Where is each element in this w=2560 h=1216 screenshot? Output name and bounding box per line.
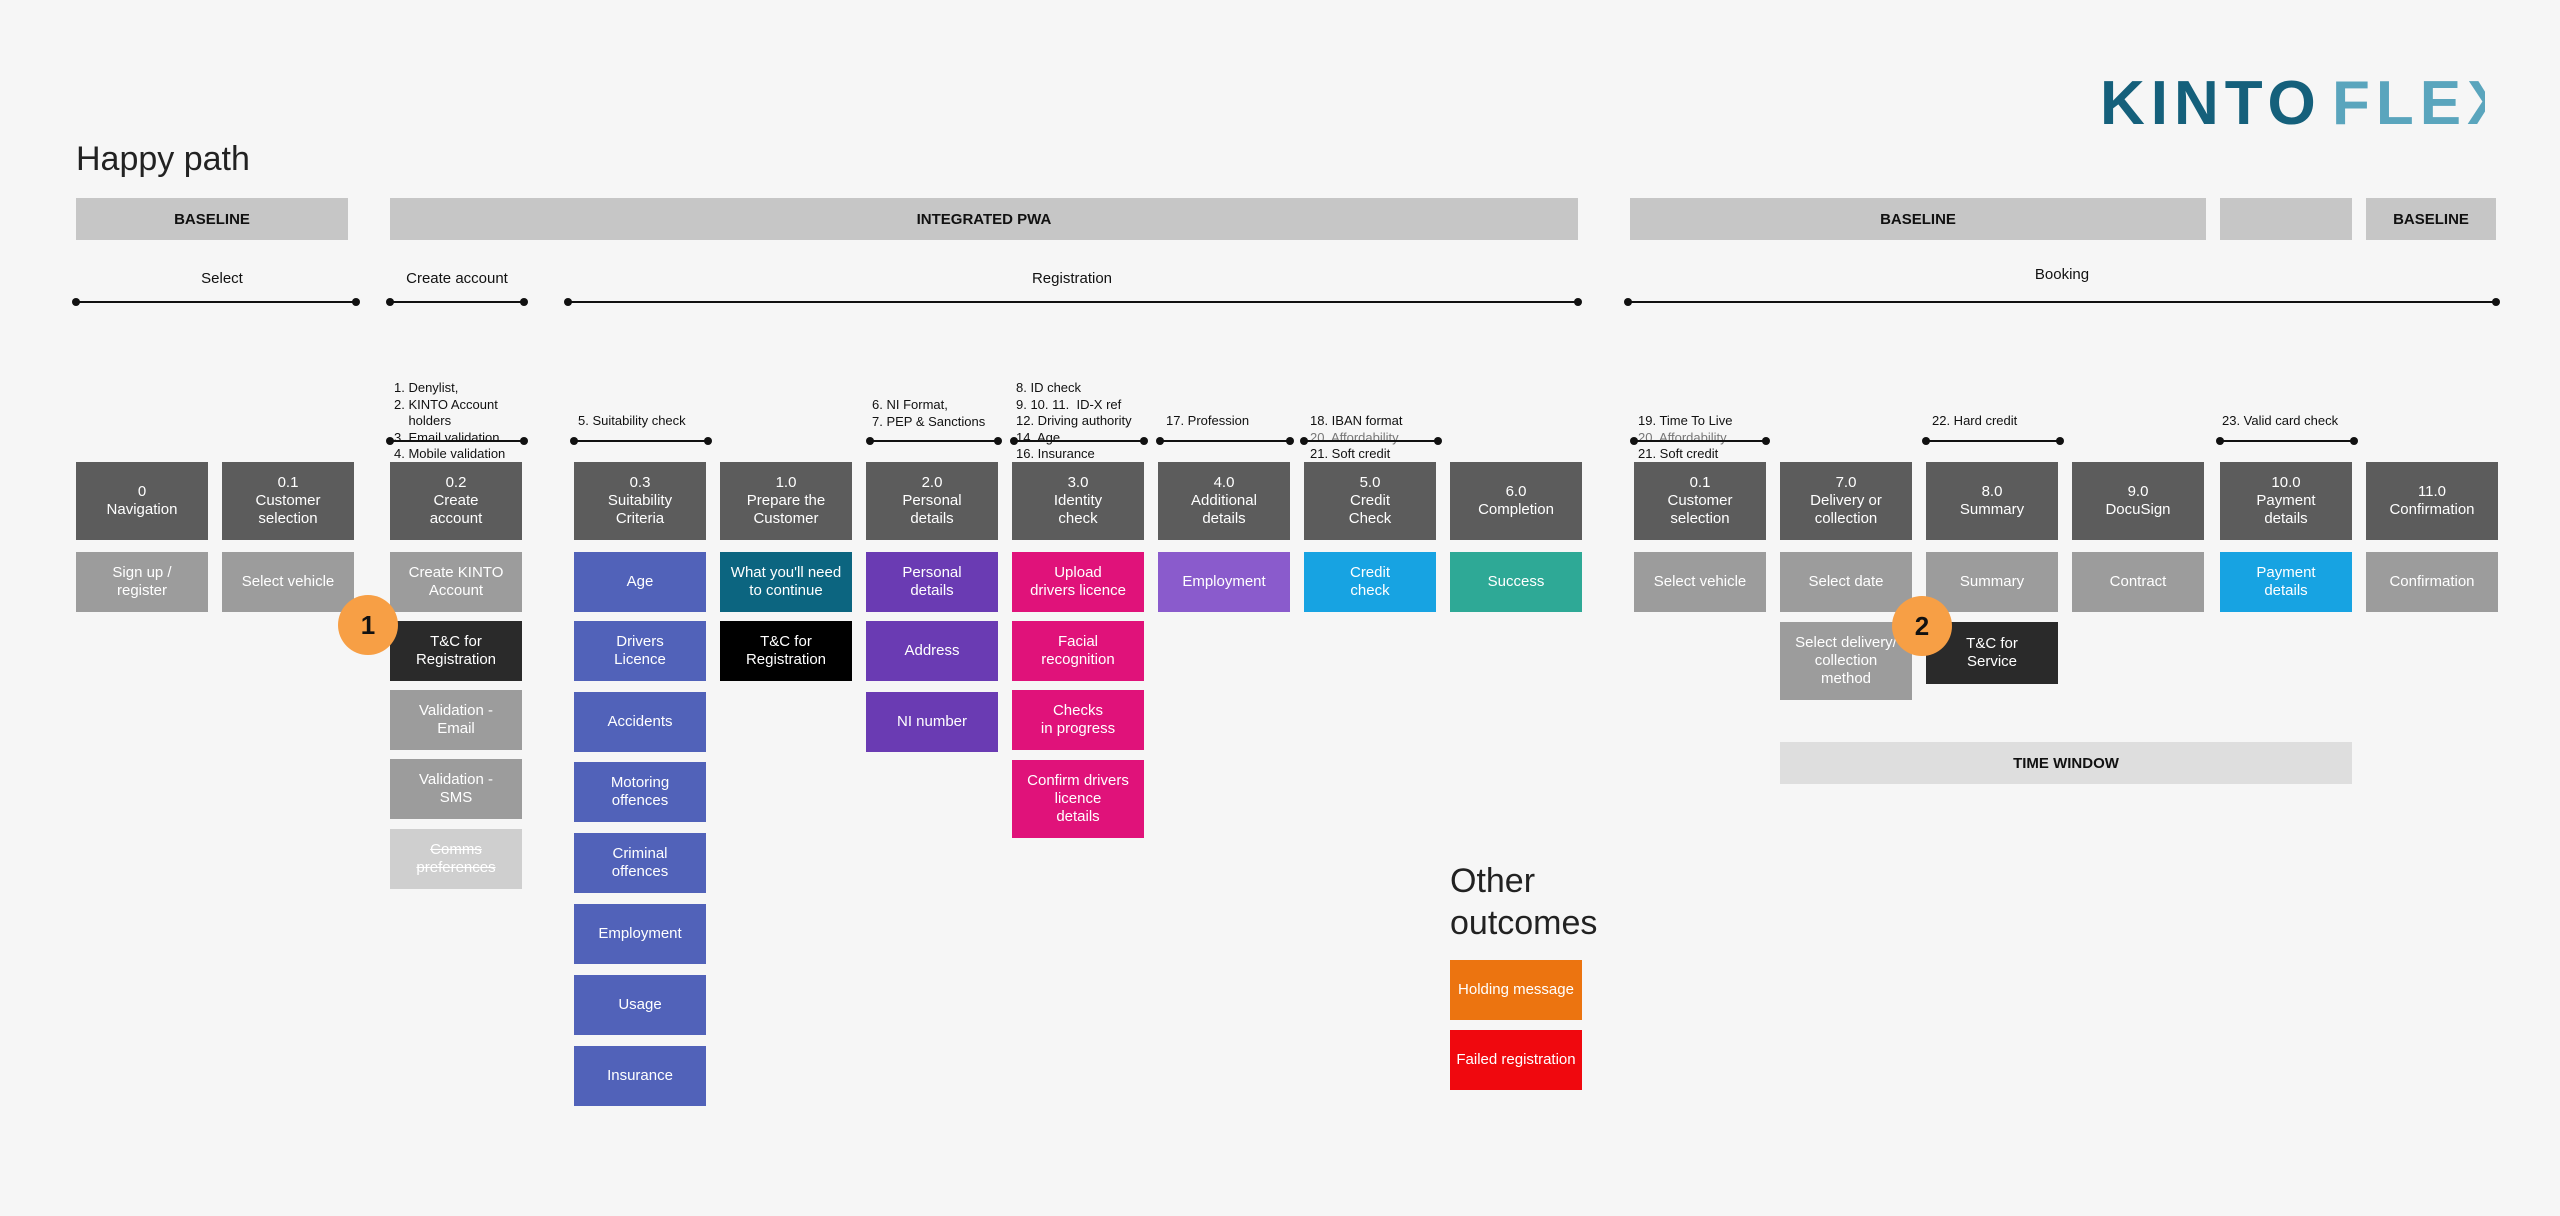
screen-facial-recognition[interactable]: Facial recognition — [1012, 621, 1144, 681]
band-integrated-pwa: INTEGRATED PWA — [390, 198, 1578, 240]
band-baseline-booking: BASELINE — [1630, 198, 2206, 240]
step-payment-details[interactable]: 10.0 Payment details — [2220, 462, 2352, 540]
other-outcomes-title: Other outcomes — [1450, 862, 1598, 942]
note-line-profession — [1156, 437, 1294, 445]
screen-age[interactable]: Age — [574, 552, 706, 612]
outcome-holding-message[interactable]: Holding message — [1450, 960, 1582, 1020]
step-navigation[interactable]: 0 Navigation — [76, 462, 208, 540]
screen-tc-registration-2[interactable]: T&C for Registration — [720, 621, 852, 681]
screen-summary[interactable]: Summary — [1926, 552, 2058, 612]
step-identity-check[interactable]: 3.0 Identity check — [1012, 462, 1144, 540]
note-card-check: 23. Valid card check — [2222, 413, 2339, 428]
marker-1: 1 — [338, 595, 398, 655]
step-credit-check[interactable]: 5.0 Credit Check — [1304, 462, 1436, 540]
step-completion[interactable]: 6.0 Completion — [1450, 462, 1582, 540]
note-suitability: 5. Suitability check — [578, 413, 686, 428]
step-additional-details[interactable]: 4.0 Additional details — [1158, 462, 1290, 540]
step-summary[interactable]: 8.0 Summary — [1926, 462, 2058, 540]
note-line-credit — [1300, 437, 1442, 445]
step-personal-details[interactable]: 2.0 Personal details — [866, 462, 998, 540]
step-customer-selection[interactable]: 0.1 Customer selection — [222, 462, 354, 540]
step-booking-customer-selection[interactable]: 0.1 Customer selection — [1634, 462, 1766, 540]
note-personal: 6. NI Format,7. PEP & Sanctions — [872, 397, 986, 429]
phase-select: Select — [201, 270, 243, 287]
phase-create-account: Create account — [406, 270, 508, 287]
phase-registration-line — [564, 298, 1582, 306]
band-blank — [2220, 198, 2352, 240]
screen-employment-details[interactable]: Employment — [1158, 552, 1290, 612]
phase-booking: Booking — [2034, 266, 2090, 283]
step-delivery-collection[interactable]: 7.0 Delivery or collection — [1780, 462, 1912, 540]
step-create-account[interactable]: 0.2 Create account — [390, 462, 522, 540]
step-docusign[interactable]: 9.0 DocuSign — [2072, 462, 2204, 540]
screen-motoring-offences[interactable]: Motoring offences — [574, 762, 706, 822]
screen-checks-in-progress[interactable]: Checks in progress — [1012, 690, 1144, 750]
screen-usage[interactable]: Usage — [574, 975, 706, 1035]
step-suitability-criteria[interactable]: 0.3 Suitability Criteria — [574, 462, 706, 540]
screen-insurance[interactable]: Insurance — [574, 1046, 706, 1106]
step-prepare-customer[interactable]: 1.0 Prepare the Customer — [720, 462, 852, 540]
screen-employment[interactable]: Employment — [574, 904, 706, 964]
screen-select-date[interactable]: Select date — [1780, 552, 1912, 612]
note-hard-credit: 22. Hard credit — [1932, 413, 2018, 428]
svg-text:KINTO: KINTO — [2100, 69, 2322, 136]
note-line-hard-credit — [1922, 437, 2064, 445]
band-baseline-confirmation: BASELINE — [2366, 198, 2496, 240]
note-line-create-account — [386, 437, 528, 445]
screen-drivers-licence[interactable]: Drivers Licence — [574, 621, 706, 681]
svg-text:FLEX: FLEX — [2332, 69, 2485, 136]
note-line-booking-customer — [1630, 437, 1770, 445]
screen-contract[interactable]: Contract — [2072, 552, 2204, 612]
screen-booking-select-vehicle[interactable]: Select vehicle — [1634, 552, 1766, 612]
screen-success[interactable]: Success — [1450, 552, 1582, 612]
note-line-personal — [866, 437, 1002, 445]
screen-tc-registration[interactable]: T&C for Registration — [390, 621, 522, 681]
time-window-band: TIME WINDOW — [1780, 742, 2352, 784]
phase-create-account-line — [386, 298, 528, 306]
screen-validation-email[interactable]: Validation - Email — [390, 690, 522, 750]
phase-select-line — [72, 298, 360, 306]
screen-address[interactable]: Address — [866, 621, 998, 681]
screen-select-vehicle[interactable]: Select vehicle — [222, 552, 354, 612]
screen-upload-drivers-licence[interactable]: Upload drivers licence — [1012, 552, 1144, 612]
phase-booking-line — [1624, 298, 2500, 306]
note-line-suitability — [570, 437, 712, 445]
page-title: Happy path — [76, 140, 250, 178]
screen-comms-preferences[interactable]: Comms preferences — [390, 829, 522, 889]
screen-criminal-offences[interactable]: Criminal offences — [574, 833, 706, 893]
screen-what-youll-need[interactable]: What you'll need to continue — [720, 552, 852, 612]
screen-confirm-licence-details[interactable]: Confirm drivers licence details — [1012, 760, 1144, 838]
note-line-card-check — [2216, 437, 2358, 445]
note-line-identity — [1010, 437, 1148, 445]
screen-select-delivery-method[interactable]: Select delivery/ collection method — [1780, 622, 1912, 700]
note-profession: 17. Profession — [1166, 413, 1250, 428]
band-baseline-select: BASELINE — [76, 198, 348, 240]
screen-personal-details[interactable]: Personal details — [866, 552, 998, 612]
step-confirmation[interactable]: 11.0 Confirmation — [2366, 462, 2498, 540]
kinto-flex-logo: KINTO FLEX — [2100, 69, 2485, 136]
marker-2: 2 — [1892, 596, 1952, 656]
screen-confirmation[interactable]: Confirmation — [2366, 552, 2498, 612]
screen-create-kinto-account[interactable]: Create KINTO Account — [390, 552, 522, 612]
screen-payment-details[interactable]: Payment details — [2220, 552, 2352, 612]
screen-validation-sms[interactable]: Validation - SMS — [390, 759, 522, 819]
screen-credit-check[interactable]: Credit check — [1304, 552, 1436, 612]
screen-ni-number[interactable]: NI number — [866, 692, 998, 752]
screen-accidents[interactable]: Accidents — [574, 692, 706, 752]
screen-sign-up-register[interactable]: Sign up / register — [76, 552, 208, 612]
phase-registration: Registration — [1031, 270, 1113, 287]
outcome-failed-registration[interactable]: Failed registration — [1450, 1030, 1582, 1090]
